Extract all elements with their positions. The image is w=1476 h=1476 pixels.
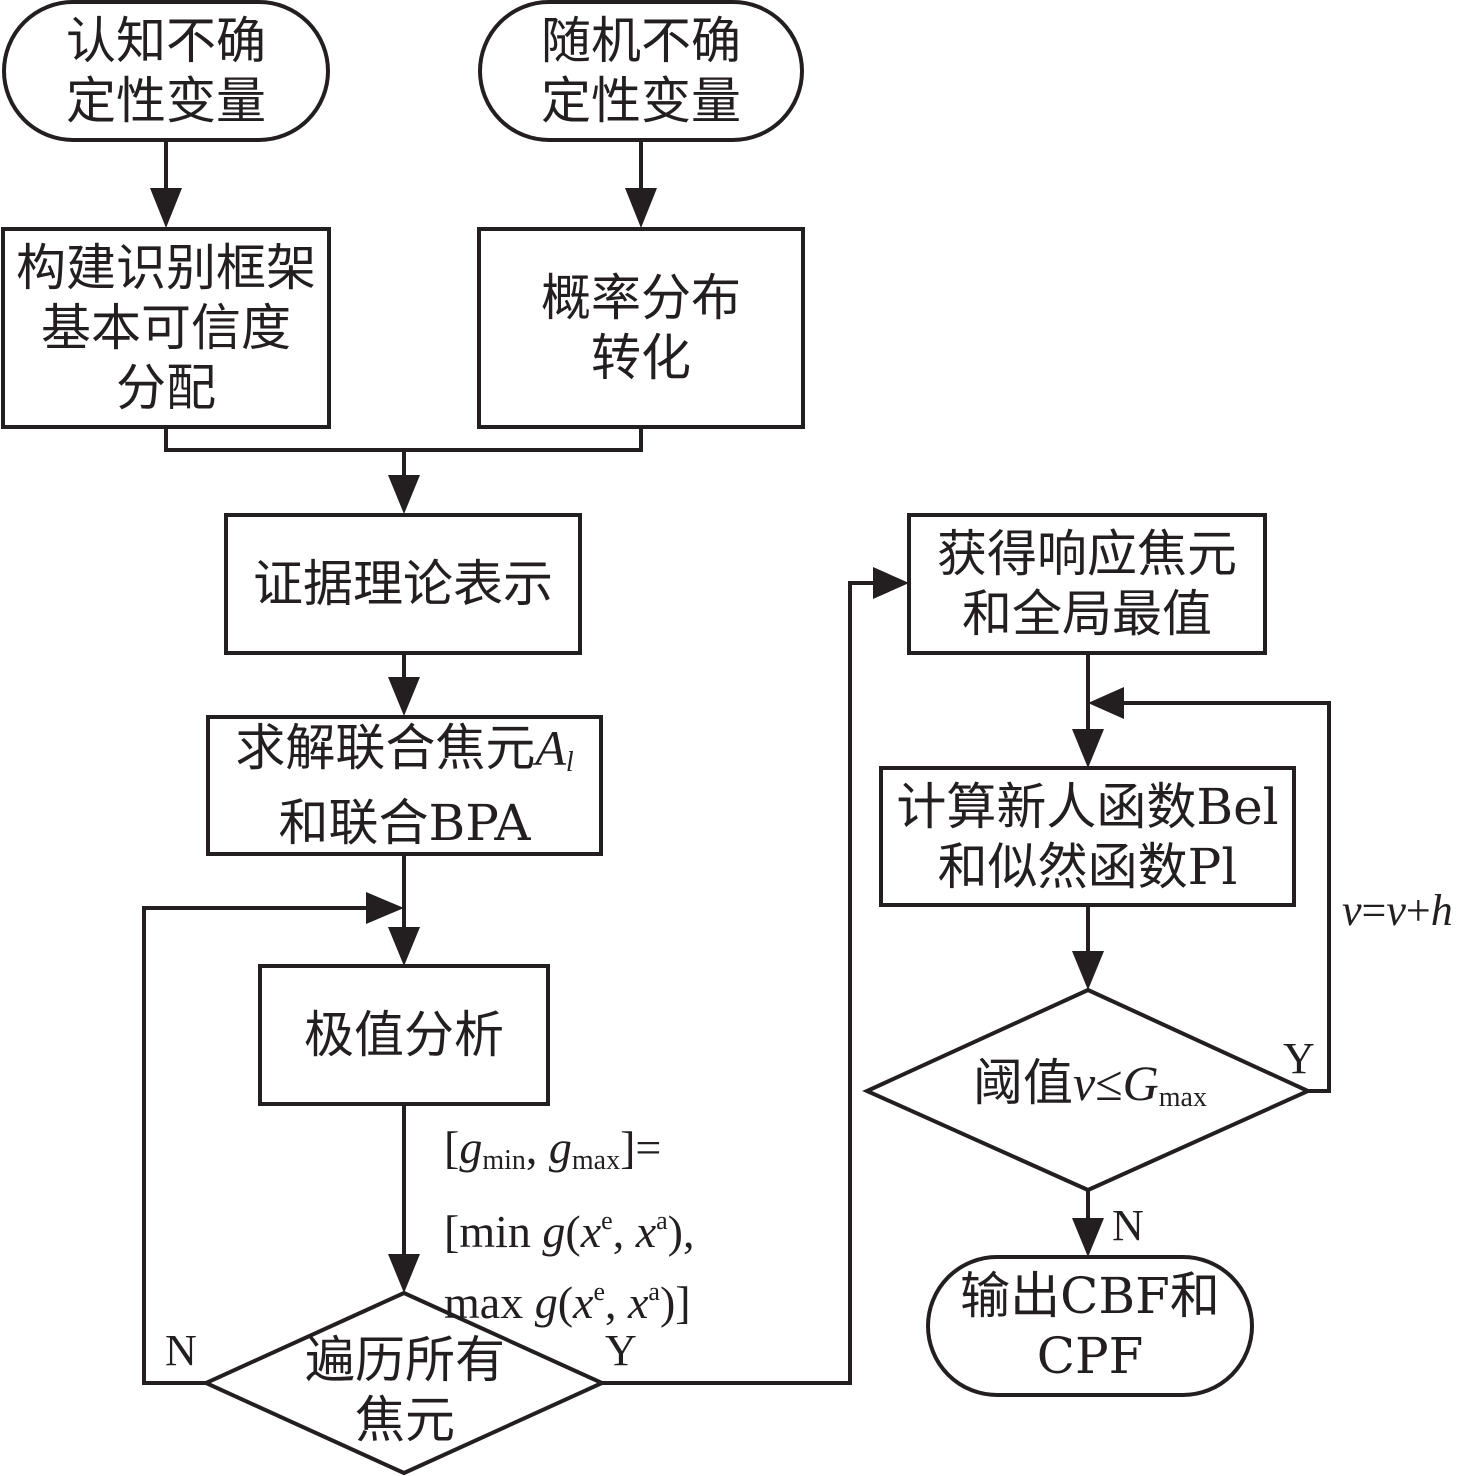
traverse-yes-label: Y [605, 1326, 637, 1375]
evidence-repr-label: 证据理论表示 [226, 515, 580, 653]
connector-threshold-yes-loop [1112, 701, 1331, 1093]
joint-focal-box [206, 715, 603, 856]
joint-focal-line1: 求解联合焦元Al [235, 718, 573, 793]
traverse-decision-line1: 遍历所有 [305, 1331, 505, 1389]
aleatory-input-line2: 定性变量 [541, 72, 741, 130]
output-line2: CPF [1036, 1327, 1144, 1385]
formula-min-word: min [459, 1206, 531, 1257]
extreme-analysis-line1: 极值分析 [304, 1006, 504, 1064]
compute-bel-pl-box [879, 766, 1296, 907]
formula-x: x [628, 1277, 649, 1328]
formula-sup-e: e [601, 1206, 613, 1235]
increment-v2: v [1386, 886, 1406, 935]
compute-bel-pl-label: 计算新人函数Bel 和似然函数Pl [881, 768, 1294, 905]
joint-focal-var: A [535, 720, 566, 776]
formula-g: g [548, 1122, 572, 1173]
formula-max-sub: max [571, 1145, 621, 1176]
response-focal-label: 获得响应焦元 和全局最值 [909, 515, 1265, 653]
formula-eq: ]= [620, 1122, 662, 1173]
formula-x: x [635, 1206, 657, 1257]
arrowhead-down [1072, 951, 1104, 990]
joint-focal-sub: l [565, 747, 574, 778]
connector-merge [164, 427, 643, 452]
output-line1: 输出CBF和 [960, 1267, 1220, 1325]
formula-sup-e: e [593, 1277, 605, 1306]
threshold-G: G [1122, 1054, 1159, 1111]
epistemic-input-line1: 认知不确 [66, 12, 266, 70]
formula-line2: [min g(xe, xa), [444, 1206, 695, 1257]
connector-traverse-no-loop [142, 906, 380, 1385]
increment-h: h [1430, 886, 1453, 935]
arrowhead-down [150, 188, 182, 228]
arrowhead-down [388, 677, 420, 716]
formula-min-sub: min [482, 1145, 526, 1176]
formula-line3: max g(xe, xa)] [444, 1277, 691, 1328]
formula-max-word: max [444, 1277, 524, 1328]
traverse-decision-label: 遍历所有 焦元 [250, 1330, 560, 1450]
increment-eq: = [1361, 886, 1387, 935]
formula-line1: [gmin, gmax]= [444, 1122, 662, 1176]
response-focal-box [907, 513, 1267, 655]
threshold-decision-line: 阈值v≤Gmax [973, 1053, 1207, 1128]
formula-g: g [459, 1122, 483, 1173]
compute-bel-pl-line2: 和似然函数Pl [937, 837, 1238, 896]
traverse-decision-diamond [201, 1290, 607, 1476]
compute-bel-pl-line1: 计算新人函数Bel [896, 777, 1279, 836]
formula-sup-a: a [656, 1206, 668, 1235]
build-frame-label: 构建识别框架 基本可信度 分配 [3, 229, 329, 427]
increment-v1: v [1342, 886, 1362, 935]
extreme-formula: [gmin, gmax]= [min g(xe, xa), max g(xe, … [444, 1118, 694, 1333]
prob-transform-line1: 概率分布 [541, 269, 741, 327]
arrowhead-down [1072, 1218, 1104, 1257]
response-focal-line1: 获得响应焦元 [937, 525, 1237, 583]
response-focal-line2: 和全局最值 [962, 585, 1212, 643]
evidence-repr-box [224, 513, 582, 655]
arrowhead-down [388, 1254, 420, 1293]
joint-focal-line1-text: 求解联合焦元 [235, 719, 536, 777]
prob-transform-line2: 转化 [591, 329, 691, 387]
threshold-text: 阈值 [973, 1053, 1073, 1112]
build-frame-line2: 基本可信度 [41, 299, 291, 357]
traverse-decision-line2: 焦元 [355, 1391, 455, 1449]
prob-transform-box [477, 227, 805, 429]
arrowhead-down [388, 927, 420, 966]
arrowhead-down [1072, 729, 1104, 768]
joint-focal-line2: 和联合BPA [278, 794, 531, 852]
arrowhead-down [388, 475, 420, 514]
increment-plus: + [1405, 886, 1431, 935]
threshold-op: ≤ [1095, 1054, 1123, 1111]
build-frame-line3: 分配 [116, 359, 216, 417]
output-terminal [926, 1255, 1254, 1397]
arrowhead-down [625, 188, 657, 228]
extreme-analysis-box [258, 964, 550, 1106]
extreme-analysis-label: 极值分析 [260, 966, 548, 1104]
formula-sup-a: a [648, 1277, 660, 1306]
epistemic-input-line2: 定性变量 [66, 72, 266, 130]
formula-g: g [542, 1206, 566, 1257]
arrowhead-right [366, 892, 404, 924]
threshold-no-label: N [1112, 1201, 1144, 1250]
aleatory-input-line1: 随机不确 [541, 12, 741, 70]
connector-traverse-yes [602, 581, 885, 1385]
traverse-no-label: N [165, 1326, 197, 1375]
formula-g: g [534, 1277, 558, 1328]
threshold-decision-label: 阈值v≤Gmax [920, 1053, 1260, 1128]
evidence-repr-line1: 证据理论表示 [253, 555, 553, 613]
threshold-yes-label: Y [1283, 1034, 1315, 1083]
build-frame-line1: 构建识别框架 [16, 239, 316, 297]
aleatory-input-label: 随机不确 定性变量 [480, 2, 802, 140]
output-label: 输出CBF和 CPF [928, 1257, 1252, 1395]
increment-label: v=v+h [1342, 885, 1453, 936]
prob-transform-label: 概率分布 转化 [479, 229, 803, 427]
arrowhead-right [873, 567, 909, 599]
formula-x: x [573, 1277, 594, 1328]
epistemic-input-label: 认知不确 定性变量 [4, 2, 328, 140]
threshold-sub: max [1158, 1081, 1207, 1113]
arrowhead-left [1088, 687, 1124, 719]
joint-focal-label: 求解联合焦元Al 和联合BPA [208, 717, 601, 854]
formula-x: x [580, 1206, 602, 1257]
threshold-var: v [1073, 1054, 1096, 1111]
